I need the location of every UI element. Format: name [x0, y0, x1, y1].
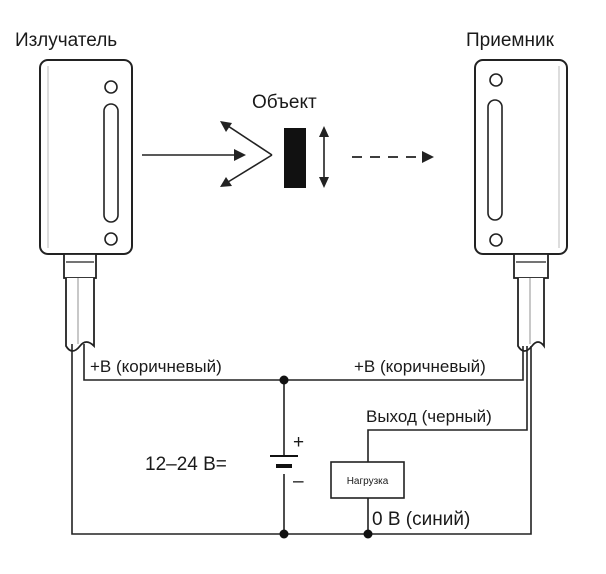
- receiver-mount-hole-top: [489, 73, 503, 87]
- junction-dot-bottom: [279, 529, 289, 539]
- plus-wire: [83, 344, 524, 381]
- load-box: [330, 461, 405, 499]
- receiver-plus-label: +В (коричневый): [354, 357, 486, 376]
- receiver-cable: [517, 278, 545, 352]
- emitter-unit: Излучатель: [15, 30, 133, 352]
- supply-minus-sign: –: [293, 471, 304, 492]
- reflected-ray-upper: [227, 125, 273, 156]
- receiver-lens-slot: [487, 99, 503, 221]
- receiver-mount-hole-bottom: [489, 233, 503, 247]
- emitter-plus-label: +В (коричневый): [90, 357, 222, 376]
- emitter-connector: [63, 253, 97, 279]
- emitter-lens-slot: [103, 103, 119, 223]
- load-label: Нагрузка: [347, 476, 389, 487]
- power-supply: + – 12–24 В=: [145, 432, 304, 492]
- reflected-ray-lower-head: [220, 177, 232, 187]
- blocked-beam-arrow-head: [422, 151, 434, 163]
- object-motion-arrow-up-head: [319, 126, 329, 137]
- reflected-ray-lower: [227, 154, 273, 183]
- output-wire: [367, 346, 528, 462]
- junction-dot-load: [363, 529, 373, 539]
- emitter-cable: [65, 278, 95, 352]
- object-block: [284, 128, 306, 188]
- zero-volt-label: 0 В (синий): [372, 509, 470, 530]
- supply-plus-sign: +: [293, 432, 304, 453]
- object-label: Объект: [252, 92, 317, 113]
- object-motion-arrow-down-head: [319, 177, 329, 188]
- junction-dot-top: [279, 375, 289, 385]
- emitter-mount-hole-top: [104, 80, 118, 94]
- supply-voltage-label: 12–24 В=: [145, 454, 227, 475]
- receiver-unit: Приемник: [466, 30, 568, 352]
- receiver-connector: [513, 253, 549, 279]
- load-resistor: Нагрузка: [330, 461, 405, 499]
- beam-group: Объект: [142, 92, 434, 188]
- beam-arrow-head: [234, 149, 246, 161]
- zero-volt-wire-loop: [71, 344, 532, 535]
- wiring: [71, 344, 532, 539]
- emitter-title: Излучатель: [15, 30, 117, 51]
- emitter-mount-hole-bottom: [104, 232, 118, 246]
- output-wire-label: Выход (черный): [366, 407, 492, 426]
- reflected-ray-upper-head: [220, 121, 232, 132]
- receiver-title: Приемник: [466, 30, 555, 51]
